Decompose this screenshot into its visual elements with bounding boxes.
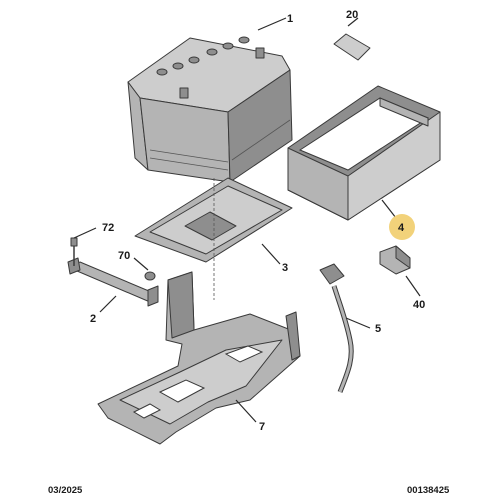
footer-reference: 00138425	[407, 485, 450, 496]
footer-date: 03/2025	[48, 485, 83, 496]
callout-2[interactable]: 2	[90, 313, 96, 325]
callout-5[interactable]: 5	[375, 323, 381, 335]
callout-72[interactable]: 72	[102, 222, 114, 234]
clip-part[interactable]	[379, 245, 411, 275]
callout-4-highlight	[389, 214, 415, 240]
callout-4[interactable]: 4	[398, 222, 405, 234]
battery-box-part[interactable]	[287, 85, 441, 221]
battery-tray-part[interactable]	[134, 177, 293, 300]
bracket-bar-part[interactable]	[67, 257, 159, 307]
callout-20[interactable]: 20	[346, 9, 358, 21]
vent-hose-part[interactable]	[319, 263, 354, 393]
battery-caps	[156, 36, 265, 99]
callout-1[interactable]: 1	[287, 13, 293, 25]
mounting-plate-part[interactable]	[97, 271, 301, 445]
callout-3[interactable]: 3	[282, 262, 288, 274]
callout-70[interactable]: 70	[118, 250, 130, 262]
leader-lines	[73, 17, 421, 423]
callout-40[interactable]: 40	[413, 299, 425, 311]
label-part[interactable]	[333, 33, 371, 61]
nut-70-part[interactable]	[144, 271, 156, 281]
battery-part[interactable]	[127, 36, 293, 183]
callouts: 1 20 4 72 70 3 40 2 5 7	[90, 9, 425, 433]
callout-7[interactable]: 7	[259, 421, 265, 433]
